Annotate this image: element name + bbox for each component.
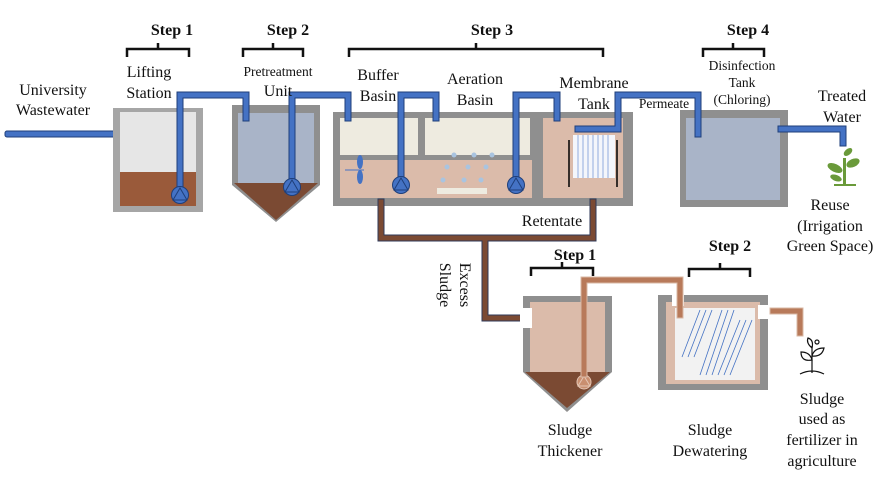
step-2-brace <box>241 43 305 57</box>
dewatering-label: Sludge <box>688 422 732 439</box>
buffer-basin-label: Buffer <box>357 67 399 84</box>
fertilizer-label: Sludge <box>800 391 844 408</box>
sludge-thickener-tank <box>520 296 612 412</box>
aeration-basin-label: Aeration <box>447 71 503 88</box>
lifting-station-tank <box>113 108 203 212</box>
disinfection-label: (Chloring) <box>714 92 771 107</box>
pretreatment-label: Unit <box>264 83 293 100</box>
dewatering-label: Dewatering <box>673 443 748 460</box>
labels: University Wastewater Lifting Station Pr… <box>16 58 873 470</box>
treated-water-label: Water <box>823 109 861 126</box>
membrane-tank-label: Membrane <box>559 75 628 92</box>
lifting-station-label: Lifting <box>127 64 171 81</box>
reuse-label: Reuse <box>810 197 849 214</box>
excess-sludge-label: Excess Sludge <box>436 263 473 307</box>
sludge-step-1-label: Step 1 <box>554 247 596 264</box>
aeration-bubbles <box>440 152 495 183</box>
pretreatment-tank <box>232 105 320 222</box>
excess-sludge-text: Sludge <box>436 263 453 307</box>
step-4-brace <box>701 43 766 57</box>
treated-water-label: Treated <box>818 88 866 105</box>
retentate-label: Retentate <box>522 213 582 230</box>
lifting-station-label: Station <box>126 85 171 102</box>
water-pipes <box>176 91 847 196</box>
inlet-pipe <box>4 130 133 138</box>
sludge-step-2-label: Step 2 <box>709 238 751 255</box>
reuse-label: (Irrigation <box>797 218 863 235</box>
seedling-outline-icon <box>799 337 825 375</box>
step-headers: Step 1 Step 2 Step 3 Step 4 Step 1 Step … <box>125 22 769 277</box>
source-label: Wastewater <box>16 102 91 119</box>
membrane-tank-label: Tank <box>578 96 610 113</box>
sludge-step-2-brace <box>687 263 752 277</box>
pump-icon <box>283 178 301 196</box>
plant-icon <box>827 148 860 186</box>
excess-sludge-text: Excess <box>456 263 473 307</box>
thickened-sludge-pipes <box>580 276 804 378</box>
step-3-brace <box>347 43 605 57</box>
pump-icon <box>171 186 189 204</box>
mixer-icon <box>345 155 364 184</box>
thickener-label: Sludge <box>548 422 592 439</box>
thickener-label: Thickener <box>538 443 604 460</box>
step-4-label: Step 4 <box>727 22 769 39</box>
pump-icon <box>507 176 525 194</box>
reuse-label: Green Space) <box>787 238 874 255</box>
fertilizer-label: used as <box>799 411 846 428</box>
pump-icon <box>392 176 410 194</box>
step-1-brace <box>125 43 191 57</box>
aeration-basin-label: Basin <box>457 92 493 109</box>
pretreatment-label: Pretreatment <box>244 64 313 79</box>
step-1-label: Step 1 <box>151 22 193 39</box>
membrane-module-icon <box>568 135 618 187</box>
permeate-label: Permeate <box>639 96 689 111</box>
disinfection-tank <box>680 110 788 207</box>
fertilizer-label: fertilizer in <box>786 432 858 449</box>
fertilizer-label: agriculture <box>787 453 856 470</box>
step-3-label: Step 3 <box>471 22 513 39</box>
disinfection-label: Disinfection <box>709 58 776 73</box>
sludge-pipes <box>377 198 597 322</box>
buffer-basin-label: Basin <box>360 88 396 105</box>
source-label: University <box>19 82 87 99</box>
sludge-step-1-brace <box>529 262 595 276</box>
step-2-label: Step 2 <box>267 22 309 39</box>
sludge-dewatering-unit <box>658 294 770 390</box>
disinfection-label: Tank <box>729 75 756 90</box>
